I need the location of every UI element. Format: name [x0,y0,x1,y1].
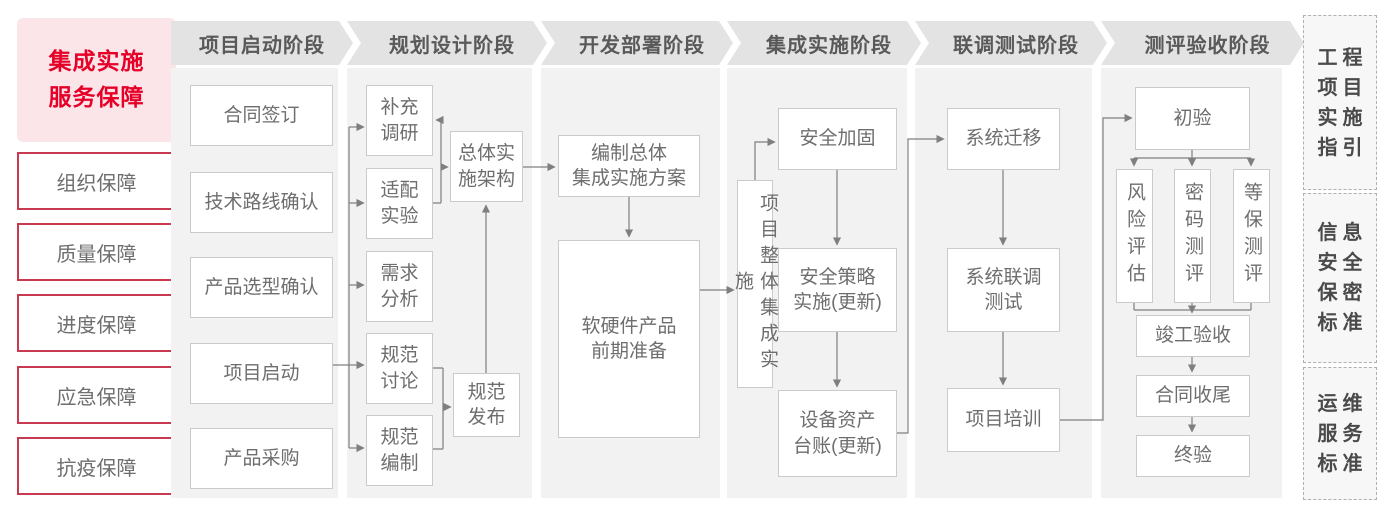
node-product-procurement: 产品采购 [190,428,333,489]
node-system-migration: 系统迁移 [947,108,1060,170]
node-security-hardening: 安全加固 [778,108,897,170]
node-product-selection-confirmation: 产品选型确认 [190,257,333,318]
node-contract-closure: 合同收尾 [1136,375,1250,417]
phase-header-planning-design: 规划设计阶段 [347,21,547,65]
node-tech-route-confirmation: 技术路线确认 [190,172,333,233]
node-adaptation-test: 适配 实验 [366,168,433,239]
phase-header-dev-deployment: 开发部署阶段 [541,21,733,65]
node-requirement-analysis: 需求 分析 [366,251,433,322]
node-hw-sw-product-preparation: 软硬件产品 前期准备 [558,240,700,438]
sidebar-item-emergency-guarantee: 应急保障 [17,366,176,424]
node-initial-acceptance: 初验 [1135,87,1250,150]
sidebar-item-schedule-guarantee: 进度保障 [17,294,176,352]
node-supplementary-research: 补充 调研 [366,85,433,156]
phase-header-integration-implementation: 集成实施阶段 [727,21,921,65]
node-contract-signing: 合同签订 [190,85,333,146]
sidebar-item-organization-guarantee: 组织保障 [17,152,176,210]
phase-header-evaluation-acceptance: 测评验收阶段 [1101,21,1304,65]
node-security-policy-implementation: 安全策略 实施(更新) [778,248,897,332]
node-spec-discussion: 规范 讨论 [366,333,433,404]
phase-header-joint-testing: 联调测试阶段 [915,21,1107,65]
node-spec-drafting: 规范 编制 [366,415,433,486]
node-overall-integration-plan: 编制总体 集成实施方案 [558,135,700,197]
node-risk-assessment: 风险评估 [1116,169,1153,303]
phase-header-project-initiation: 项目启动阶段 [171,21,353,65]
node-system-joint-debug-test: 系统联调 测试 [947,248,1060,332]
node-final-acceptance: 终验 [1136,435,1250,477]
node-overall-implementation-architecture: 总体实 施架构 [450,131,523,202]
sidebar-item-quality-guarantee: 质量保障 [17,223,176,281]
sidebar-title: 集成实施 服务保障 [17,18,176,142]
standard-operation-maintenance-service: 运维 服务 标准 [1303,367,1377,500]
sidebar-item-pandemic-guarantee: 抗疫保障 [17,437,176,495]
node-equipment-asset-ledger: 设备资产 台账(更新) [778,390,897,477]
standard-information-security-confidentiality: 信息 安全 保密 标准 [1303,193,1377,363]
node-crypto-evaluation: 密码测评 [1174,169,1211,303]
node-overall-project-integration: 项目整体集成实施 [732,180,778,388]
node-spec-release: 规范 发布 [453,373,520,437]
node-project-kickoff: 项目启动 [190,343,333,404]
node-project-training: 项目培训 [947,388,1060,452]
node-completion-acceptance: 竣工验收 [1136,315,1250,357]
node-classified-protection-evaluation: 等保测评 [1233,169,1270,303]
standard-engineering-project-implementation-guide: 工程 项目 实施 指引 [1303,15,1377,190]
